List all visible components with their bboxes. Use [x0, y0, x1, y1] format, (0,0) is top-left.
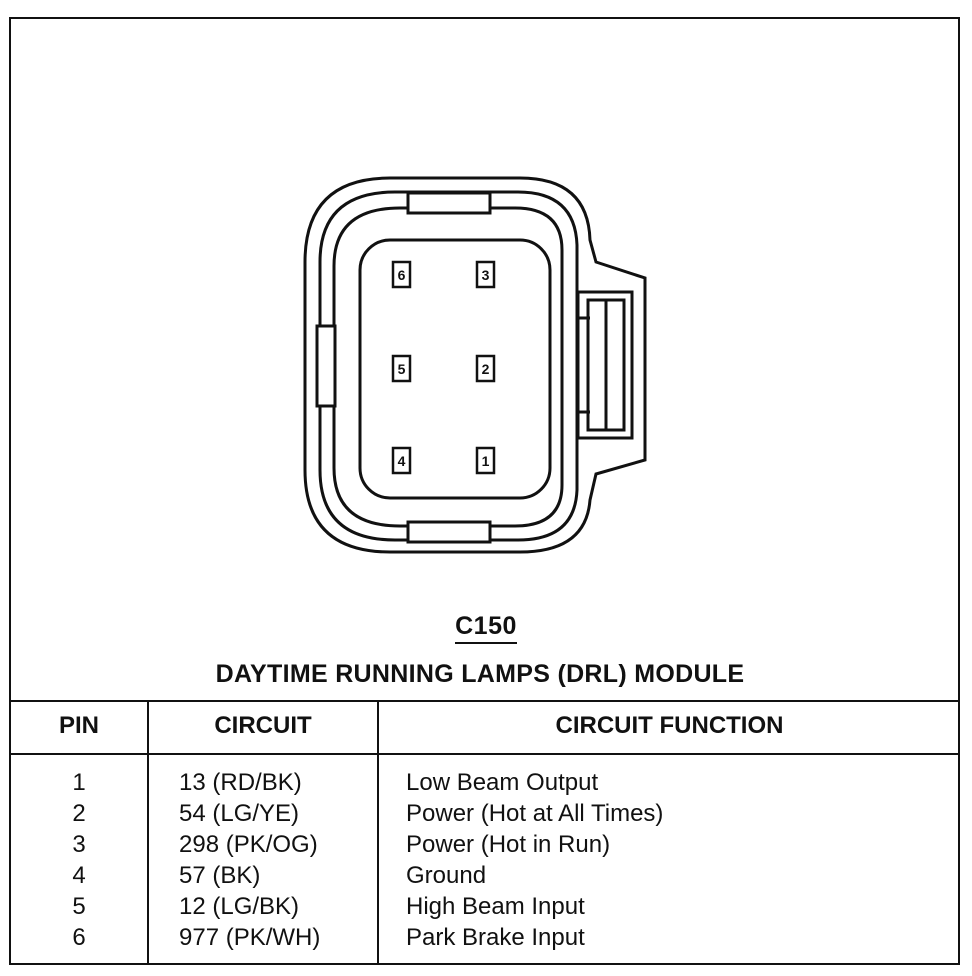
function-cell: Power (Hot at All Times): [406, 800, 664, 827]
pin-2: 2: [475, 354, 496, 383]
svg-text:3: 3: [482, 267, 490, 283]
table-body: 1 13 (RD/BK) Low Beam Output 2 54 (LG/YE…: [9, 769, 960, 955]
diagram-frame: [9, 17, 960, 965]
function-cell: Low Beam Output: [406, 769, 599, 796]
column-divider: [147, 702, 149, 965]
pin-5: 5: [391, 354, 412, 383]
circuit-cell: 57 (BK): [179, 862, 261, 889]
table-row: 1 13 (RD/BK) Low Beam Output: [9, 769, 960, 800]
function-cell: Park Brake Input: [406, 924, 585, 951]
header-pin: PIN: [58, 712, 99, 739]
svg-text:1: 1: [482, 453, 490, 469]
circuit-cell: 12 (LG/BK): [179, 893, 300, 920]
pin-cell: 5: [72, 893, 86, 920]
svg-text:4: 4: [398, 453, 406, 469]
table-row: 4 57 (BK) Ground: [9, 862, 960, 893]
connector-seal: [332, 206, 564, 528]
pinout-table: PIN CIRCUIT CIRCUIT FUNCTION 1 13 (RD/BK…: [9, 700, 960, 965]
svg-text:5: 5: [398, 361, 406, 377]
pin-cell: 6: [72, 924, 86, 951]
table-row: 3 298 (PK/OG) Power (Hot in Run): [9, 831, 960, 862]
circuit-cell: 298 (PK/OG): [179, 831, 318, 858]
pin-3: 3: [475, 260, 496, 289]
circuit-cell: 977 (PK/WH): [179, 924, 321, 951]
pin-cell: 3: [72, 831, 86, 858]
table-row: 2 54 (LG/YE) Power (Hot at All Times): [9, 800, 960, 831]
function-cell: Power (Hot in Run): [406, 831, 611, 858]
pin-cell: 4: [72, 862, 86, 889]
left-key-tab: [315, 324, 337, 408]
pin-6: 6: [391, 260, 412, 289]
circuit-cell: 54 (LG/YE): [179, 800, 300, 827]
pin-cell: 2: [72, 800, 86, 827]
column-divider: [377, 702, 379, 965]
header-circuit-function: CIRCUIT FUNCTION: [555, 712, 784, 739]
table-row: 6 977 (PK/WH) Park Brake Input: [9, 924, 960, 955]
connector-face: [358, 238, 552, 500]
svg-text:6: 6: [398, 267, 406, 283]
table-row: 5 12 (LG/BK) High Beam Input: [9, 893, 960, 924]
module-title: DAYTIME RUNNING LAMPS (DRL) MODULE: [215, 660, 745, 688]
locking-latch: [576, 290, 634, 440]
pin-4: 4: [391, 446, 412, 475]
svg-text:2: 2: [482, 361, 490, 377]
header-circuit: CIRCUIT: [214, 712, 312, 739]
pin-1: 1: [475, 446, 496, 475]
function-cell: High Beam Input: [406, 893, 585, 920]
bottom-key-tab: [406, 520, 492, 544]
connector-id: C150: [0, 612, 972, 644]
top-key-tab: [406, 191, 492, 215]
connector-outer-shell: [303, 176, 647, 554]
circuit-cell: 13 (RD/BK): [179, 769, 302, 796]
connector-inner-shell: [318, 190, 579, 542]
connector-drawing: 6 3 5 2 4 1: [303, 176, 647, 554]
header-divider: [9, 753, 960, 755]
function-cell: Ground: [406, 862, 487, 889]
pin-cell: 1: [72, 769, 86, 796]
connector-id-text: C150: [455, 612, 517, 644]
